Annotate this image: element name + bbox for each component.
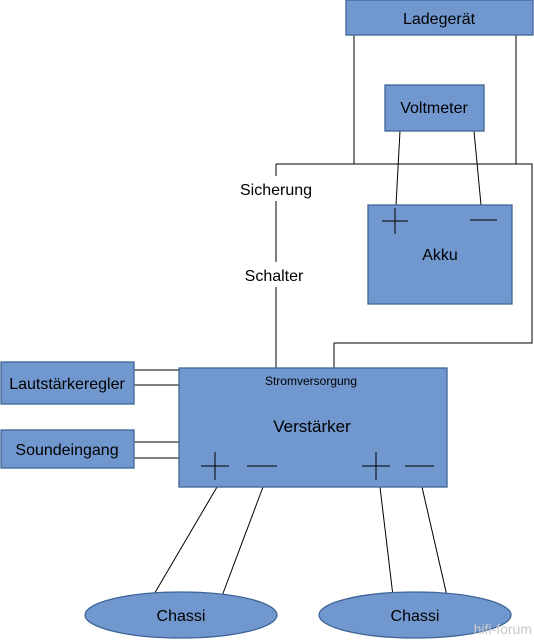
- soundeingang-label: Soundeingang: [15, 442, 118, 459]
- schalter-label: Schalter: [245, 268, 304, 285]
- right-output-plus-terminal: [362, 452, 390, 480]
- akku-label: Akku: [422, 247, 458, 264]
- wire-right-loop: [333, 163, 533, 368]
- soundeingang-box: Soundeingang: [0, 429, 135, 469]
- wires: [134, 35, 533, 597]
- wire-right-chassi-minus: [421, 486, 448, 597]
- chassi-right: Chassi: [318, 591, 512, 639]
- left-output-plus-terminal: [201, 452, 229, 480]
- verstaerker-box: Stromversorgung Verstärker: [178, 367, 448, 488]
- ladegeraet-box: Ladegerät: [345, 0, 534, 36]
- chassi-right-label: Chassi: [391, 608, 440, 625]
- lautstaerkeregler-label: Lautstärkeregler: [9, 376, 125, 393]
- wire-voltmeter-plus: [395, 130, 401, 206]
- wire-left-chassi-plus: [152, 486, 218, 597]
- chassi-left: Chassi: [84, 591, 278, 639]
- sicherung-label: Sicherung: [240, 182, 312, 199]
- watermark-text: hifi-forum: [474, 621, 532, 637]
- voltmeter-box: Voltmeter: [384, 84, 485, 132]
- stromversorgung-label: Stromversorgung: [265, 374, 357, 388]
- wire-voltmeter-minus: [473, 130, 482, 206]
- ladegeraet-label: Ladegerät: [403, 11, 476, 28]
- wire-left-chassi-minus: [221, 486, 264, 597]
- wire-right-chassi-plus: [379, 486, 394, 597]
- akku-box: Akku: [367, 204, 513, 305]
- voltmeter-label: Voltmeter: [400, 100, 468, 117]
- akku-plus-terminal: [382, 208, 408, 234]
- verstaerker-label: Verstärker: [273, 417, 351, 436]
- lautstaerkeregler-box: Lautstärkeregler: [0, 361, 135, 405]
- chassi-left-label: Chassi: [157, 608, 206, 625]
